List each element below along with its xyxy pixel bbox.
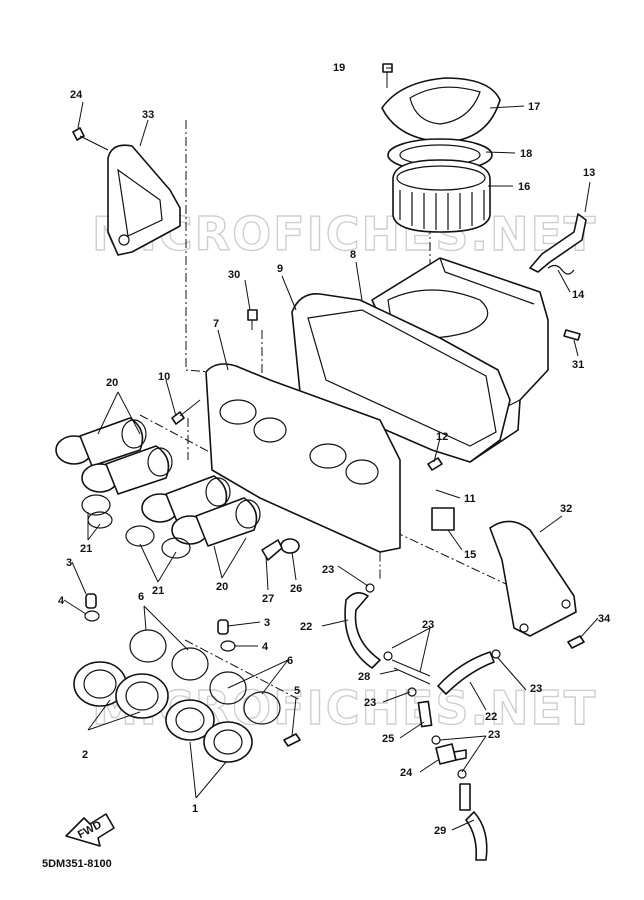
part-24-valve bbox=[435, 743, 467, 765]
callout-15: 15 bbox=[464, 549, 476, 561]
callout-29: 29 bbox=[434, 825, 446, 837]
part-32-bracket bbox=[489, 520, 577, 637]
callout-3b: 3 bbox=[264, 617, 270, 629]
callout-11: 11 bbox=[464, 493, 476, 505]
part-1-2-carb-joints bbox=[73, 661, 253, 763]
part-10-bolt bbox=[171, 399, 201, 425]
callout-25: 25 bbox=[382, 733, 394, 745]
part-14-spring bbox=[547, 264, 575, 275]
part-3-cap-left bbox=[85, 593, 97, 609]
part-26-cap bbox=[280, 538, 300, 554]
callout-22b: 22 bbox=[485, 711, 497, 723]
callout-31: 31 bbox=[572, 359, 584, 371]
callout-14: 14 bbox=[572, 289, 585, 301]
callout-27: 27 bbox=[262, 593, 274, 605]
part-34-bolt bbox=[567, 635, 585, 649]
callout-5: 5 bbox=[294, 685, 300, 697]
callout-2: 2 bbox=[82, 749, 88, 761]
callout-33: 33 bbox=[142, 109, 154, 121]
callout-4b: 4 bbox=[262, 641, 269, 653]
callout-13: 13 bbox=[583, 167, 595, 179]
callout-9: 9 bbox=[277, 263, 283, 275]
forward-arrow: FWD bbox=[65, 813, 115, 847]
callout-10: 10 bbox=[158, 371, 170, 383]
callout-24b: 24 bbox=[400, 767, 413, 779]
callout-6a: 6 bbox=[138, 591, 144, 603]
callout-20a: 20 bbox=[106, 377, 118, 389]
callout-1: 1 bbox=[192, 803, 198, 815]
part-4-clamp-left bbox=[84, 610, 100, 622]
callout-21a: 21 bbox=[80, 543, 92, 555]
part-20-carb-joints bbox=[55, 417, 261, 547]
callout-16: 16 bbox=[518, 181, 530, 193]
part-15-damper bbox=[431, 507, 455, 531]
callout-4a: 4 bbox=[58, 595, 65, 607]
part-7-joint-plate bbox=[205, 363, 401, 553]
part-3-cap-right bbox=[217, 619, 229, 635]
callout-6b: 6 bbox=[287, 655, 293, 667]
part-4-clamp-right bbox=[220, 640, 236, 652]
part-17-cover bbox=[381, 77, 501, 143]
callout-12: 12 bbox=[436, 431, 448, 443]
part-29-hose bbox=[459, 783, 488, 861]
part-30-screw bbox=[247, 309, 258, 330]
callout-8: 8 bbox=[350, 249, 356, 261]
callout-22a: 22 bbox=[300, 621, 312, 633]
part-27-pipe bbox=[261, 539, 283, 561]
callout-21b: 21 bbox=[152, 585, 164, 597]
callout-26: 26 bbox=[290, 583, 302, 595]
callout-20b: 20 bbox=[216, 581, 228, 593]
leader-lines bbox=[63, 67, 599, 831]
callout-34: 34 bbox=[598, 613, 611, 625]
part-31-screw bbox=[563, 329, 581, 341]
part-22-hoses bbox=[344, 592, 495, 695]
part-24-screw bbox=[72, 127, 109, 151]
callout-32: 32 bbox=[560, 503, 572, 515]
callout-30: 30 bbox=[228, 269, 240, 281]
callout-28: 28 bbox=[358, 671, 370, 683]
part-33-bracket bbox=[107, 144, 181, 256]
callout-23d: 23 bbox=[530, 683, 542, 695]
callout-7: 7 bbox=[213, 318, 219, 330]
callout-19: 19 bbox=[333, 62, 345, 74]
callout-23a: 23 bbox=[322, 564, 334, 576]
callout-23b: 23 bbox=[422, 619, 434, 631]
part-16-filter bbox=[392, 159, 491, 233]
part-25-pipe bbox=[417, 700, 433, 728]
part-13-clip bbox=[529, 181, 591, 273]
callout-labels: 24 33 19 17 18 16 13 14 31 8 9 30 7 10 2… bbox=[58, 62, 611, 837]
part-9-seal bbox=[291, 293, 511, 463]
callout-23e: 23 bbox=[488, 729, 500, 741]
diagram-code: 5DM351-8100 bbox=[42, 858, 112, 870]
callout-18: 18 bbox=[520, 148, 532, 160]
callout-24: 24 bbox=[70, 89, 83, 101]
part-6-clamps bbox=[129, 629, 281, 725]
callout-17: 17 bbox=[528, 101, 540, 113]
callout-23c: 23 bbox=[364, 697, 376, 709]
callout-3a: 3 bbox=[66, 557, 72, 569]
